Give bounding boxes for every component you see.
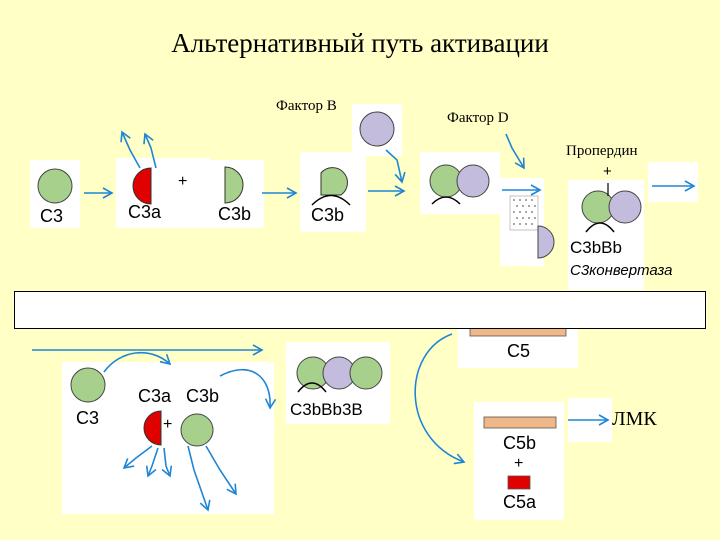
- surface-arc: [585, 222, 615, 233]
- ba-fragment-half-circle: [537, 225, 555, 259]
- surface-arc: [297, 382, 327, 393]
- c5-label: C5: [507, 341, 531, 361]
- c5b-bar: [483, 416, 557, 429]
- factor-b-circle-complex: [456, 164, 490, 198]
- c3b-circle-row2: [180, 413, 214, 447]
- c3a-label: C3a: [128, 202, 162, 222]
- c3b-half-circle: [224, 166, 244, 204]
- c3a-half-circle: [132, 167, 152, 205]
- c3bbb3b-label: C3bBb3B: [290, 400, 363, 419]
- plus-sign-c5: +: [514, 455, 524, 472]
- c3-circle: [37, 168, 73, 204]
- factor-d-label: Фактор D: [447, 110, 509, 126]
- c3-label-row2: C3: [76, 408, 100, 428]
- c5b-label: C5b: [503, 433, 537, 453]
- separator-box: [14, 291, 706, 329]
- plus-sign: +: [178, 173, 188, 190]
- c3b-bound-shape: [320, 167, 348, 196]
- surface-arc: [311, 194, 351, 206]
- factor-d-dotted-block: [509, 195, 539, 231]
- arrows-row2: [32, 333, 610, 512]
- c5a-label: C5a: [503, 492, 537, 512]
- plus-properdin: +: [603, 163, 612, 180]
- factor-b-circle: [359, 111, 395, 147]
- page-title: Альтернативный путь активации: [171, 28, 549, 58]
- factor-b-label: Фактор В: [276, 98, 337, 114]
- c3bbb-label: C3bBb: [570, 238, 622, 257]
- properdin-label: Пропердин: [566, 143, 638, 159]
- c3a-label-row2: C3a: [138, 386, 172, 406]
- bb-circle-convertase: [608, 190, 642, 224]
- lmk-label: ЛМК: [612, 408, 657, 430]
- c3b-label: C3b: [218, 204, 252, 224]
- c3-label: C3: [40, 206, 64, 226]
- c5a-rect: [507, 475, 531, 490]
- c3a-half-circle-row2: [143, 410, 162, 446]
- surface-arc: [431, 196, 461, 205]
- c3-circle-row2: [70, 367, 106, 403]
- panel-c3a: [116, 158, 210, 228]
- c3b-label-row2: C3b: [186, 386, 220, 406]
- plus-sign-row2: +: [163, 416, 173, 433]
- panel-arrow-out: [648, 162, 698, 202]
- convertase-label: C3конвертаза: [570, 262, 673, 279]
- c3b-circle-trimer-2: [349, 356, 383, 390]
- arrows-row1: [84, 130, 696, 199]
- c3b-bound-label: C3b: [311, 205, 345, 225]
